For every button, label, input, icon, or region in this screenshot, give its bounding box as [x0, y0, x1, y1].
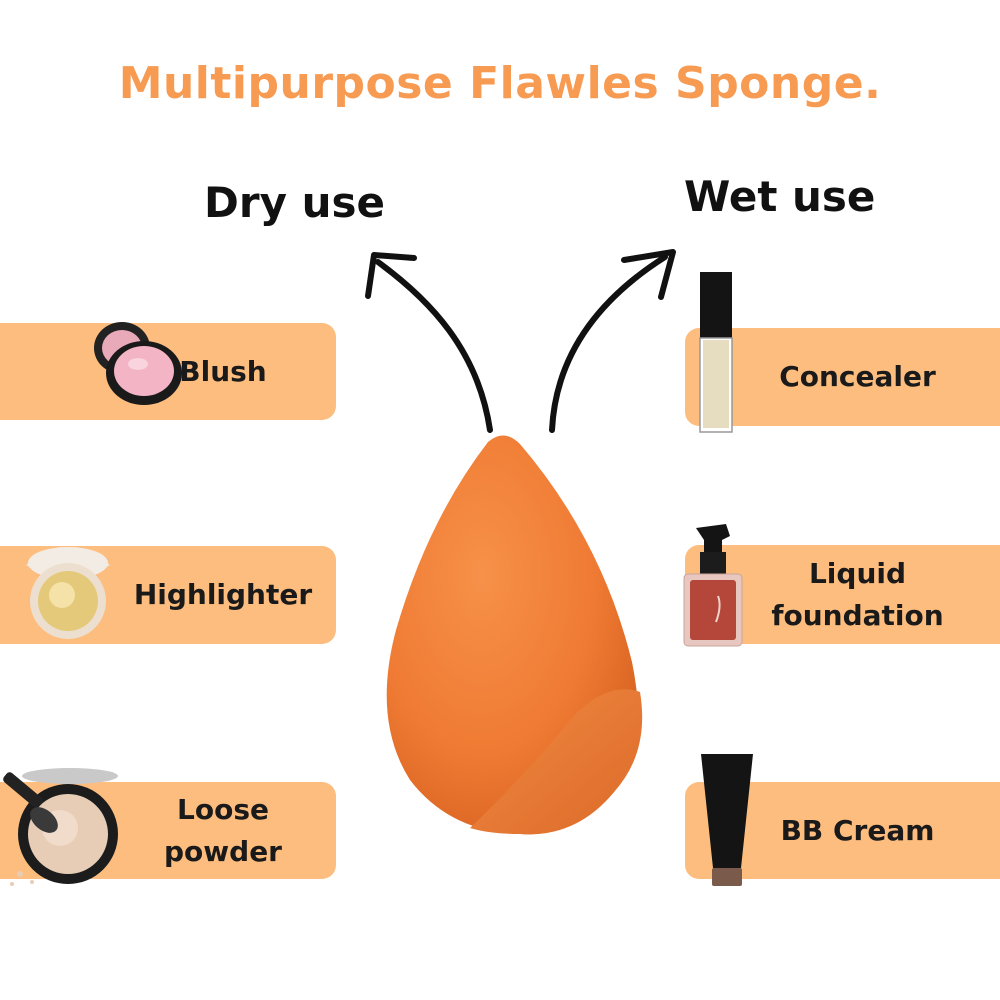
concealer-label: Concealer [779, 360, 936, 393]
blush-compact-icon [94, 322, 182, 405]
bb-cream-label: BB Cream [780, 813, 935, 847]
concealer-item: Concealer [685, 328, 1000, 426]
highlighter-label: Highlighter [133, 578, 313, 611]
loose-powder-label: Loose powder [164, 792, 282, 868]
page-title: Multipurpose Flawles Sponge. [118, 58, 882, 109]
dry-use-heading: Dry use [204, 178, 385, 227]
foundation-bottle-icon [683, 524, 743, 647]
wet-arrow-icon [549, 254, 668, 433]
blush-label: Blush [179, 354, 267, 388]
liquid-foundation-label: Liquid foundation [771, 556, 944, 632]
wet-use-heading: Wet use [684, 172, 876, 221]
dry-arrow-icon [375, 259, 493, 433]
highlighter-compact-icon [26, 547, 110, 639]
bb-cream-tube-icon [701, 754, 753, 886]
makeup-sponge-image [386, 435, 643, 835]
loose-powder-icon [3, 768, 118, 886]
concealer-bottle-icon [699, 272, 733, 433]
